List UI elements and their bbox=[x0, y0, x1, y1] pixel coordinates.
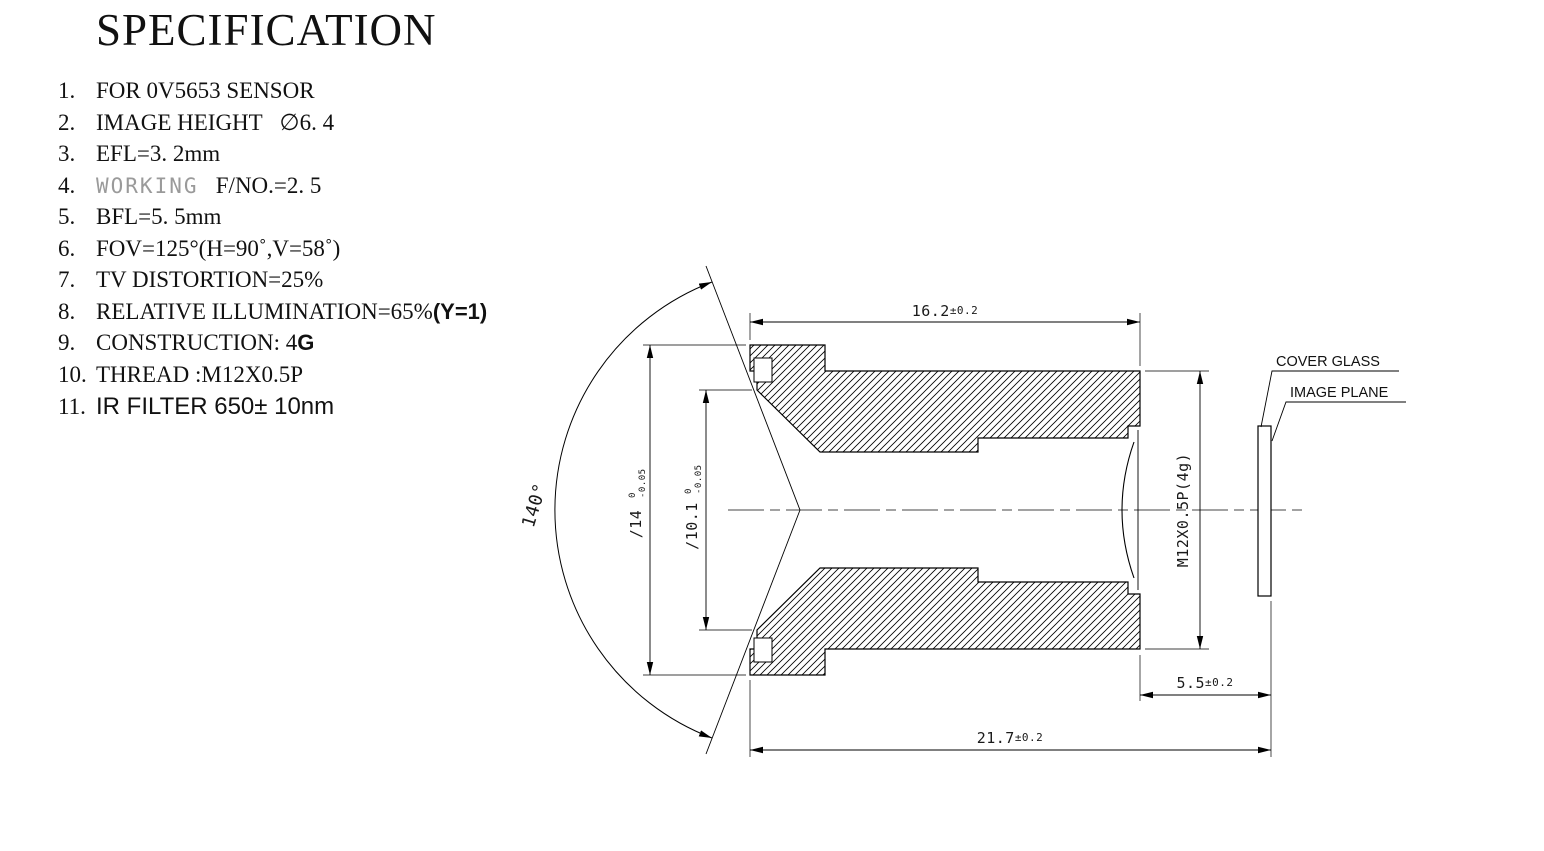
spec-number: 1. bbox=[58, 78, 76, 103]
flange-notch-top bbox=[753, 357, 773, 383]
spec-row: 8. RELATIVE ILLUMINATION=65%(Y=1) bbox=[58, 299, 487, 331]
svg-text:IMAGE PLANE: IMAGE PLANE bbox=[1290, 385, 1389, 401]
spec-number: 4. bbox=[58, 172, 76, 198]
svg-text:-0.05: -0.05 bbox=[694, 464, 704, 494]
svg-text:-0.05: -0.05 bbox=[638, 468, 648, 498]
fov-arc bbox=[554, 281, 713, 739]
spec-text: RELATIVE ILLUMINATION=65%(Y=1) bbox=[96, 298, 488, 324]
spec-text: TV DISTORTION=25% bbox=[96, 267, 324, 292]
svg-text:16.2±0.2: 16.2±0.2 bbox=[912, 302, 979, 320]
spec-number: 10. bbox=[58, 361, 87, 387]
fov-ray-upper bbox=[705, 265, 801, 511]
lens-barrel-lower bbox=[749, 567, 1141, 676]
spec-text: IMAGE HEIGHT ∅6. 4 bbox=[96, 109, 335, 135]
svg-text:0: 0 bbox=[684, 488, 694, 494]
spec-text: EFL=3. 2mm bbox=[96, 141, 221, 166]
spec-row: 7. TV DISTORTION=25% bbox=[58, 267, 487, 299]
spec-number: 6. bbox=[58, 235, 76, 261]
svg-text:5.5±0.2: 5.5±0.2 bbox=[1176, 674, 1233, 692]
svg-text:0: 0 bbox=[628, 492, 638, 498]
svg-text:COVER GLASS: COVER GLASS bbox=[1276, 354, 1380, 370]
spec-text: FOV=125°(H=90˚,V=58˚) bbox=[96, 235, 341, 261]
dim-thread: M12X0.5P(4g) bbox=[1145, 370, 1209, 650]
svg-text:∕10.1: ∕10.1 bbox=[683, 502, 701, 550]
spec-row: 11. IR FILTER 650± 10nm bbox=[58, 393, 487, 425]
spec-text: IR FILTER 650± 10nm bbox=[96, 393, 335, 420]
spec-number: 2. bbox=[58, 109, 76, 135]
spec-number: 3. bbox=[58, 141, 76, 166]
spec-row: 2. IMAGE HEIGHT ∅6. 4 bbox=[58, 110, 487, 142]
spec-row: 1. FOR 0V5653 SENSOR bbox=[58, 78, 487, 110]
fov-angle-label: 140° bbox=[518, 481, 551, 531]
lens-barrel-upper bbox=[749, 344, 1141, 453]
spec-text: FOR 0V5653 SENSOR bbox=[96, 78, 315, 103]
cover-glass-label: COVER GLASS bbox=[1260, 354, 1399, 428]
image-plane-label: IMAGE PLANE bbox=[1271, 385, 1406, 442]
spec-row: 10. THREAD :M12X0.5P bbox=[58, 362, 487, 394]
svg-text:21.7±0.2: 21.7±0.2 bbox=[977, 729, 1044, 747]
dim-total-length: 21.7±0.2 bbox=[749, 601, 1272, 757]
spec-row: 3. EFL=3. 2mm bbox=[58, 141, 487, 173]
svg-text:∕14: ∕14 bbox=[627, 510, 645, 539]
rear-element-surface bbox=[1121, 441, 1135, 579]
spec-number: 8. bbox=[58, 298, 76, 324]
spec-number: 5. bbox=[58, 204, 76, 229]
svg-text:M12X0.5P(4g): M12X0.5P(4g) bbox=[1174, 453, 1192, 567]
spec-row: 9. CONSTRUCTION: 4G bbox=[58, 330, 487, 362]
spec-row: 4. WORKING F/NO.=2. 5 bbox=[58, 173, 487, 205]
cover-glass bbox=[1257, 425, 1272, 597]
spec-list: 1. FOR 0V5653 SENSOR 2. IMAGE HEIGHT ∅6. 4 3… bbox=[58, 78, 487, 425]
page-title: SPECIFICATION bbox=[96, 5, 437, 55]
spec-number: 7. bbox=[58, 267, 76, 292]
spec-text: BFL=5. 5mm bbox=[96, 204, 222, 229]
spec-text: CONSTRUCTION: 4G bbox=[96, 330, 315, 355]
spec-row: 5. BFL=5. 5mm bbox=[58, 204, 487, 236]
spec-number: 9. bbox=[58, 330, 76, 355]
svg-text:140°: 140° bbox=[518, 481, 551, 531]
spec-text: WORKING F/NO.=2. 5 bbox=[96, 172, 322, 198]
dim-bfl: 5.5±0.2 bbox=[1139, 655, 1271, 701]
spec-number: 11. bbox=[58, 394, 86, 419]
spec-row: 6. FOV=125°(H=90˚,V=58˚) bbox=[58, 236, 487, 268]
dim-outer-diameter: ∕14 0 -0.05 bbox=[627, 344, 746, 676]
spec-text: THREAD :M12X0.5P bbox=[96, 361, 304, 387]
fov-ray-lower bbox=[705, 509, 801, 755]
dim-body-length: 16.2±0.2 bbox=[749, 302, 1141, 366]
flange-notch-bottom bbox=[753, 637, 773, 663]
dim-aperture-diameter: ∕10.1 0 -0.05 bbox=[683, 389, 752, 631]
